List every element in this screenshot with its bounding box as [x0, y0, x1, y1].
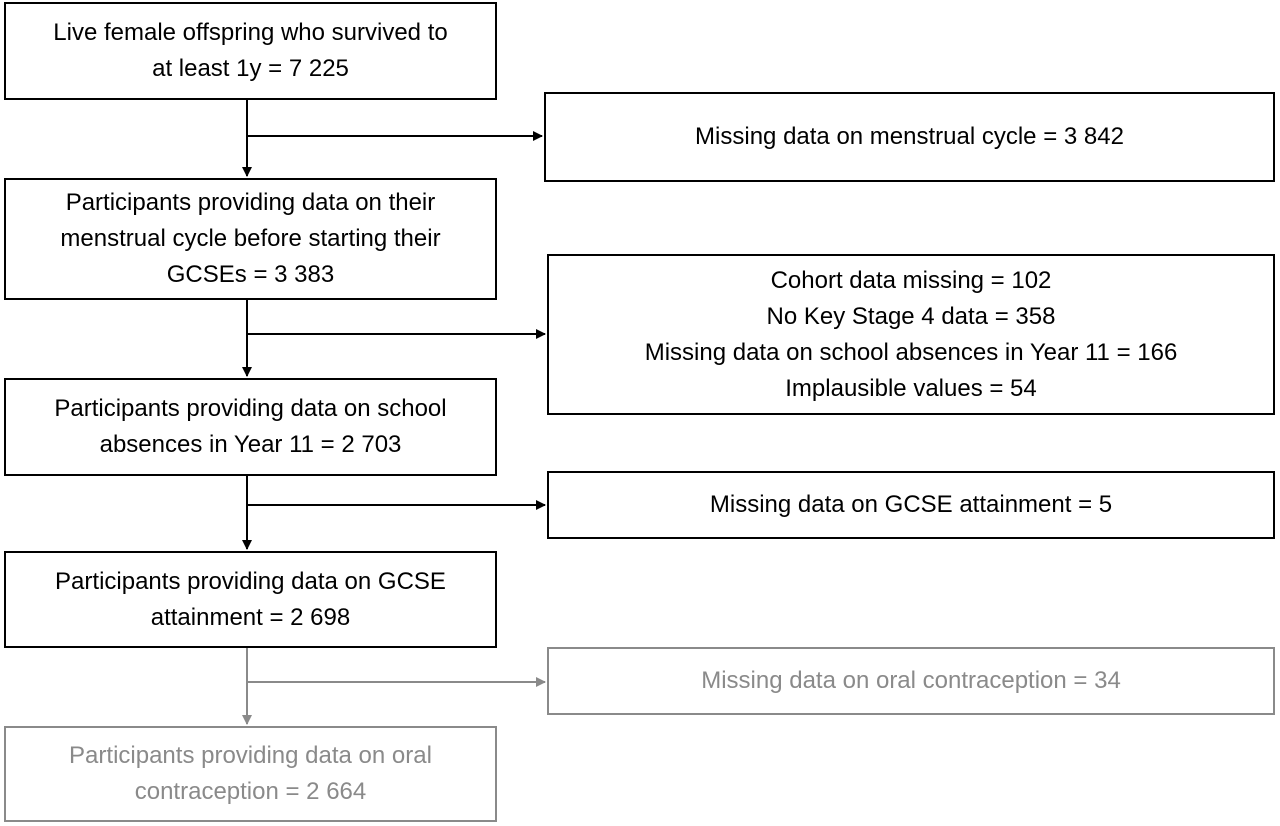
- box-text-line: Missing data on GCSE attainment = 5: [709, 491, 1113, 518]
- box-text-line: Participants providing data on oral: [69, 742, 432, 769]
- box-text-line: Participants providing data on GCSE: [55, 567, 446, 595]
- exclusion-box-school-missing: Cohort data missing = 102 No Key Stage 4…: [547, 254, 1275, 415]
- box-text-line: Participants providing data on their: [65, 189, 436, 216]
- box-text-line: attainment = 2 698: [150, 603, 351, 631]
- box-text-line: Missing data on school absences in Year …: [644, 338, 1178, 366]
- flow-box-oral-contraception: Participants providing data on oral cont…: [4, 726, 497, 822]
- box-text-line: Live female offspring who survived to: [53, 19, 448, 46]
- box-text-line: Implausible values = 54: [785, 374, 1037, 402]
- box-text-line: at least 1y = 7 225: [152, 55, 349, 82]
- box-text-line: menstrual cycle before starting their: [60, 225, 441, 252]
- flow-box-school-absences: Participants providing data on school ab…: [4, 378, 497, 476]
- box-text-line: absences in Year 11 = 2 703: [99, 431, 402, 458]
- box-text-line: Missing data on menstrual cycle = 3 842: [695, 123, 1124, 150]
- flow-box-menstrual-data: Participants providing data on their men…: [4, 178, 497, 300]
- flow-box-gcse-attainment: Participants providing data on GCSE atta…: [4, 551, 497, 648]
- box-text-line: No Key Stage 4 data = 358: [766, 302, 1056, 330]
- exclusion-box-menstrual-missing: Missing data on menstrual cycle = 3 842: [544, 92, 1275, 182]
- box-text-line: Cohort data missing = 102: [770, 266, 1052, 294]
- exclusion-box-oral-contraception-missing: Missing data on oral contraception = 34: [547, 647, 1275, 715]
- exclusion-box-gcse-missing: Missing data on GCSE attainment = 5: [547, 471, 1275, 539]
- box-text-line: Participants providing data on school: [54, 395, 447, 422]
- box-text-line: contraception = 2 664: [134, 778, 367, 805]
- box-text-line: Missing data on oral contraception = 34: [701, 667, 1121, 694]
- flow-box-live-offspring: Live female offspring who survived to at…: [4, 2, 497, 100]
- box-text-line: GCSEs = 3 383: [166, 261, 335, 288]
